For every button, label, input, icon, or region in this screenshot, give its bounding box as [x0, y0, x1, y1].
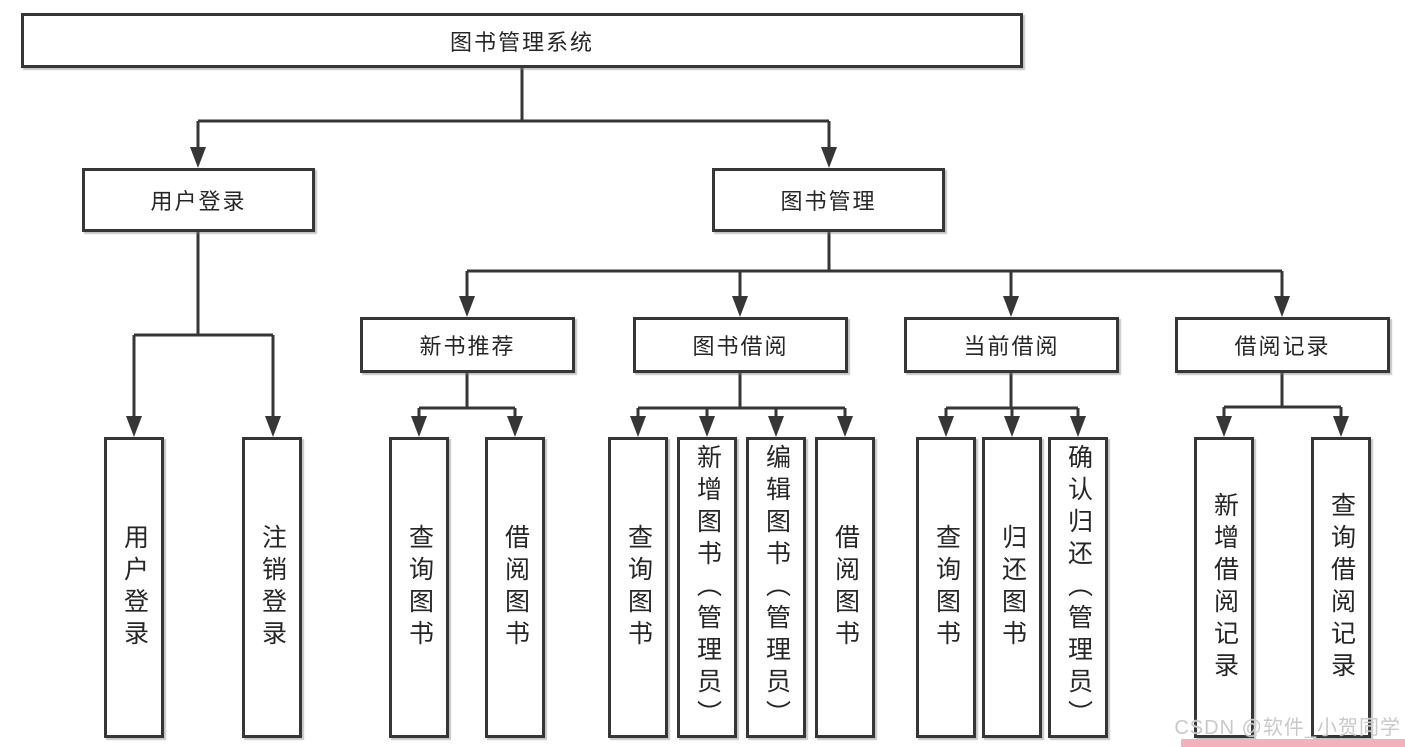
leaf-user-login-label: 用户登录: [120, 523, 149, 652]
leaf-add-borrow-record: 新增借阅记录: [1194, 437, 1254, 738]
arrowhead-icon: [1003, 296, 1019, 317]
node-current-borrow-label: 当前借阅: [963, 334, 1060, 359]
connector-records-to-leaves: [1222, 373, 1343, 418]
arrowhead-icon: [459, 296, 475, 317]
leaf-query-books-current-label: 查询图书: [932, 523, 961, 652]
arrowhead-icon: [1004, 416, 1020, 437]
leaf-add-books-admin: 新增图书（管理员）: [677, 437, 737, 738]
node-user-login: 用户登录: [82, 168, 315, 232]
leaf-query-borrow-record-label: 查询借阅记录: [1327, 491, 1356, 684]
node-user-login-label: 用户登录: [150, 189, 247, 214]
leaf-query-books-borrow: 查询图书: [608, 437, 668, 738]
leaf-query-books-current: 查询图书: [916, 437, 976, 738]
leaf-query-borrow-record: 查询借阅记录: [1311, 437, 1371, 738]
node-borrow-records: 借阅记录: [1175, 317, 1390, 373]
arrowhead-icon: [1333, 416, 1349, 437]
node-new-book-recommend-label: 新书推荐: [419, 334, 516, 359]
arrowhead-icon: [938, 416, 954, 437]
leaf-add-borrow-record-label: 新增借阅记录: [1210, 491, 1239, 684]
leaf-edit-books-admin: 编辑图书（管理员）: [746, 437, 806, 738]
connector-borrow-to-leaves: [636, 373, 847, 418]
leaf-confirm-return-admin-label: 确认归还（管理员）: [1064, 443, 1093, 732]
connector-login-to-leaves: [132, 232, 275, 418]
leaf-user-login: 用户登录: [104, 437, 164, 738]
leaf-borrow-books-label: 借阅图书: [831, 523, 860, 652]
arrowhead-icon: [837, 416, 853, 437]
arrowhead-icon: [699, 416, 715, 437]
arrowhead-icon: [1216, 416, 1232, 437]
arrowhead-icon: [732, 296, 748, 317]
leaf-query-books-borrow-label: 查询图书: [624, 523, 653, 652]
node-book-management: 图书管理: [712, 168, 945, 232]
node-root-label: 图书管理系统: [449, 29, 594, 55]
node-new-book-recommend: 新书推荐: [360, 317, 575, 373]
leaf-add-books-admin-label: 新增图书（管理员）: [693, 443, 722, 732]
arrowhead-icon: [1274, 296, 1290, 317]
leaf-logout: 注销登录: [242, 437, 302, 738]
watermark-text: CSDN @软件_小贺同学: [1174, 717, 1401, 739]
leaf-borrow-books-recommend: 借阅图书: [485, 437, 545, 738]
watermark-bar: [1181, 739, 1405, 747]
connector-root-to-level2: [196, 68, 831, 149]
connector-current-to-leaves: [944, 373, 1080, 418]
leaf-edit-books-admin-label: 编辑图书（管理员）: [762, 443, 791, 732]
arrowhead-icon: [265, 416, 281, 437]
leaf-borrow-books-recommend-label: 借阅图书: [501, 523, 530, 652]
node-book-borrow: 图书借阅: [633, 317, 848, 373]
arrowhead-icon: [768, 416, 784, 437]
arrowhead-icon: [507, 416, 523, 437]
arrowhead-icon: [821, 147, 837, 168]
arrowhead-icon: [630, 416, 646, 437]
leaf-query-books-recommend: 查询图书: [389, 437, 449, 738]
leaf-return-books-label: 归还图书: [998, 523, 1027, 652]
node-current-borrow: 当前借阅: [904, 317, 1119, 373]
leaf-query-books-recommend-label: 查询图书: [405, 523, 434, 652]
node-borrow-records-label: 借阅记录: [1234, 334, 1331, 359]
leaf-confirm-return-admin: 确认归还（管理员）: [1048, 437, 1108, 738]
leaf-return-books: 归还图书: [982, 437, 1042, 738]
arrowhead-icon: [190, 147, 206, 168]
node-book-management-label: 图书管理: [780, 189, 877, 214]
arrowhead-icon: [1070, 416, 1086, 437]
leaf-borrow-books: 借阅图书: [815, 437, 875, 738]
node-book-borrow-label: 图书借阅: [692, 334, 789, 359]
arrowhead-icon: [126, 416, 142, 437]
connector-mgmt-to-level3: [465, 232, 1284, 298]
leaf-logout-label: 注销登录: [258, 523, 287, 652]
connector-recommend-to-leaves: [417, 373, 517, 418]
arrowhead-icon: [411, 416, 427, 437]
node-root: 图书管理系统: [21, 13, 1023, 68]
